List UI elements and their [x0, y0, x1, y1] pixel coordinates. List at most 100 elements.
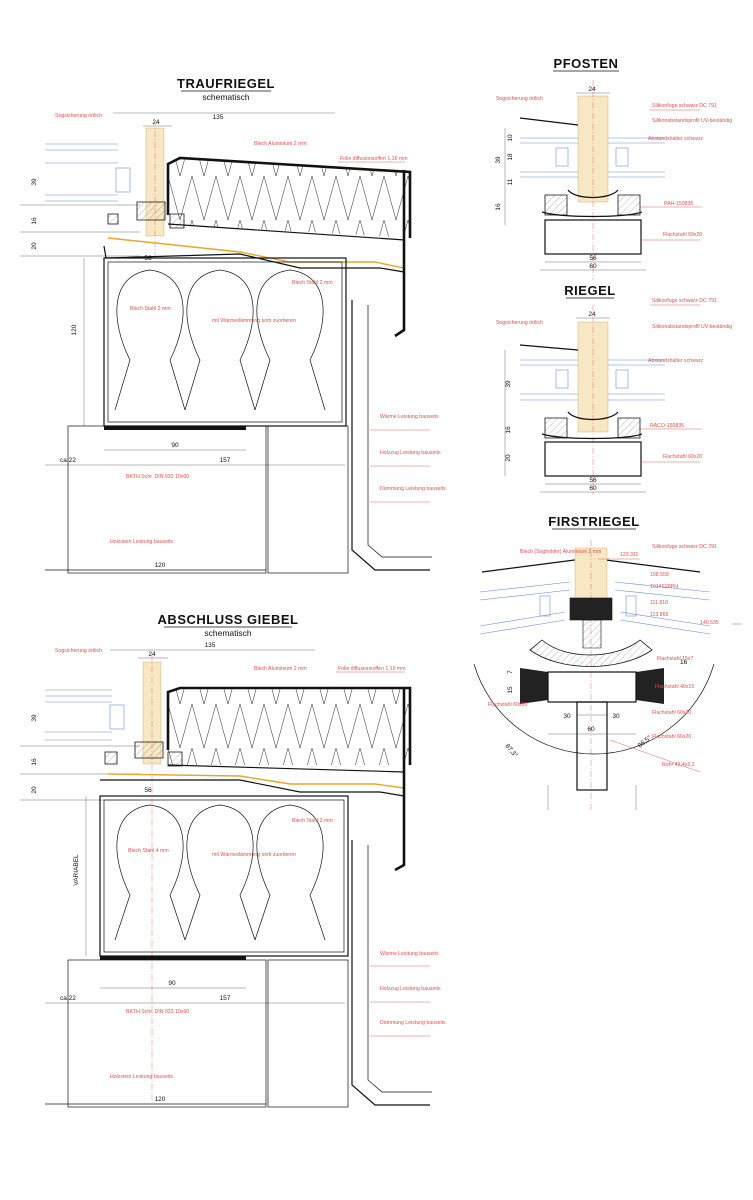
- anno-ag-1: Blech Aluminium 2 mm: [254, 666, 307, 672]
- subtitle-traufriegel: schematisch: [202, 92, 250, 102]
- dim-ag-157: 157: [220, 995, 231, 1002]
- anno-tr-2: Folie diffusionsoffen 1,16 mm: [340, 156, 408, 162]
- title-pfosten: PFOSTEN: [554, 56, 619, 71]
- anno-fr-4: 1014S28PH: [650, 584, 678, 590]
- dim-tr-56: 56: [144, 255, 152, 262]
- anno-ag-6: Wärme Leistung bauseits: [380, 951, 439, 957]
- anno-ag-4: Blech Stahl 4 mm: [128, 848, 169, 854]
- glass-pane-ag: [45, 689, 125, 741]
- anno-pf-1: Silikonfuge schwarz DC 791: [652, 103, 717, 109]
- anno-tr-10: Holzstein Leistung bauseits: [110, 539, 174, 545]
- dim-fr-16: 16: [680, 659, 688, 666]
- anno-ag-8: Dämmung Leistung bauseits: [380, 1020, 446, 1026]
- dim-ri-39: 39: [505, 380, 512, 388]
- anno-fr-12: Flachstahl 60x20: [652, 734, 691, 740]
- dim-ri-24: 24: [588, 311, 596, 318]
- annotations-fr: Blech (Sogholder) Aluminium 2 mm Silikon…: [488, 544, 742, 773]
- dim-tr-135: 135: [213, 114, 224, 121]
- dim-ag-135: 135: [205, 642, 216, 649]
- subtitle-abschluss-giebel: schematisch: [204, 628, 252, 638]
- glass-pane-fr: [479, 581, 711, 635]
- dim-tr-16: 16: [31, 217, 38, 225]
- dim-ri-56: 56: [589, 477, 597, 484]
- anno-ag-9: BKTH.Schr. DIN 933 10x60: [126, 1009, 189, 1015]
- glass-pane-pf: [520, 137, 665, 178]
- dim-pf-10: 10: [507, 134, 514, 142]
- anno-fr-13: Rohr 42,4x3,2: [662, 762, 695, 768]
- anno-fr-3: 108.558: [650, 572, 669, 578]
- anno-pf-4: PAH-150835: [664, 201, 693, 207]
- section-riegel: RIEGEL 24 56 60 39 16 20: [496, 283, 732, 495]
- anno-ag-3: Blech Stahl 2 mm: [292, 818, 333, 824]
- anno-fr-6: 113.865: [650, 612, 668, 618]
- dim-fr-15: 15: [507, 686, 514, 694]
- dim-tr-39: 39: [31, 178, 38, 186]
- anno-ri-0: Sogsicherung örtlich: [496, 320, 543, 326]
- anno-tr-0: Sogsicherung örtlich: [55, 113, 102, 119]
- anno-ag-0: Sogsicherung örtlich: [55, 648, 102, 654]
- title-riegel: RIEGEL: [564, 283, 615, 298]
- annotations-pf: Sogsicherung örtlich Silikonfuge schwarz…: [496, 96, 732, 241]
- dim-fr-30b: 30: [612, 713, 620, 720]
- glass-pane-tr: [45, 143, 131, 202]
- anno-tr-6: Wärme Leistung bauseits: [380, 414, 439, 420]
- dim-ag-20: 20: [31, 786, 38, 794]
- anno-ri-1: Silikonfuge schwarz DC 791: [652, 298, 717, 304]
- dim-ag-24: 24: [148, 651, 156, 658]
- dim-ag-90: 90: [168, 980, 176, 987]
- dim-pf-11: 11: [507, 178, 514, 185]
- annotations-ri: Sogsicherung örtlich Silikonfuge schwarz…: [496, 298, 732, 463]
- dim-pf-60: 60: [589, 263, 597, 270]
- anno-ag-5: mit Wärmedämmung sorti zuortieren: [212, 852, 296, 858]
- anno-tr-7: Holzzug Leistung bauseits: [380, 450, 441, 456]
- dim-pf-16: 16: [495, 203, 502, 211]
- annotations-tr: Sogsicherung örtlich Blech Aluminium 2 m…: [55, 113, 446, 545]
- anno-pf-5: Flachstahl 60x20: [663, 232, 702, 238]
- dim-pf-56: 56: [589, 255, 597, 262]
- anno-ag-10: Holzstein Leistung bauseits: [110, 1074, 174, 1080]
- dim-ag-39: 39: [31, 714, 38, 722]
- anno-pf-0: Sogsicherung örtlich: [496, 96, 543, 102]
- dim-tr-157: 157: [220, 457, 231, 464]
- annotations-ag: Sogsicherung örtlich Blech Aluminium 2 m…: [55, 648, 446, 1080]
- anno-fr-1: Silikonfuge schwarz DC 791: [652, 544, 717, 550]
- dim-tr-120: 120: [71, 324, 78, 335]
- section-firstriegel: FIRSTRIEGEL 30 30 60: [473, 514, 742, 810]
- anno-fr-8: Flachstahl 15x7: [657, 656, 693, 662]
- anno-tr-9: BKTH.Schr. DIN 933 10x60: [126, 474, 189, 480]
- dim-ri-60: 60: [589, 485, 597, 492]
- insulation-lobes-ag: [114, 804, 326, 941]
- anno-tr-8: Dämmung Leistung bauseits: [380, 486, 446, 492]
- anno-pf-3: Abstandshalter schwarz: [648, 136, 703, 142]
- dim-fr-60: 60: [587, 726, 595, 733]
- anno-tr-4: Blech Stahl 2 mm: [130, 306, 171, 312]
- anno-fr-0: Blech (Sogholder) Aluminium 2 mm: [520, 549, 601, 555]
- anno-tr-5: mit Wärmedämmung sorti zuortieren: [212, 318, 296, 324]
- dim-fr-30a: 30: [563, 713, 571, 720]
- anno-ag-7: Holzzug Leistung bauseits: [380, 986, 441, 992]
- dim-ag-120: 120: [155, 1096, 166, 1103]
- anno-fr-7: 140.535: [700, 620, 719, 626]
- anno-fr-5: 111.810: [650, 600, 668, 606]
- anno-ri-5: Flachstahl 60x20: [663, 454, 702, 460]
- dim-ag-variabel: VARIABEL: [73, 854, 80, 886]
- dim-fr-angle-a: 87,3°: [503, 742, 519, 759]
- dim-pf-39: 39: [495, 156, 502, 164]
- dim-tr-120b: 120: [155, 562, 166, 569]
- dim-ag-56: 56: [144, 787, 152, 794]
- anno-fr-2: 123.311: [620, 552, 638, 558]
- dim-fr-angle-b: 86,5°: [636, 733, 653, 749]
- anno-fr-10: Flachstahl 60x20: [488, 702, 527, 708]
- section-abschluss-giebel: ABSCHLUSS GIEBEL schematisch 135 24 39 1…: [20, 612, 446, 1108]
- anno-pf-2: Silikonabstandsprofil UV-beständig: [652, 118, 732, 124]
- dim-pf-24: 24: [588, 86, 596, 93]
- dim-ag-16: 16: [31, 758, 38, 766]
- section-traufriegel: TRAUFRIEGEL schematisch 135 24 39 16 20: [20, 76, 446, 574]
- dim-tr-20: 20: [31, 242, 38, 250]
- title-traufriegel: TRAUFRIEGEL: [177, 76, 275, 91]
- anno-ri-2: Silikonabstandsprofil UV-beständig: [652, 324, 732, 330]
- anno-tr-3: Blech Stahl 2 mm: [292, 280, 333, 286]
- title-abschluss-giebel: ABSCHLUSS GIEBEL: [158, 612, 299, 627]
- anno-ri-4: RACO-150835: [650, 423, 684, 429]
- anno-ag-2: Folie diffusionsoffen 1,16 mm: [338, 666, 406, 672]
